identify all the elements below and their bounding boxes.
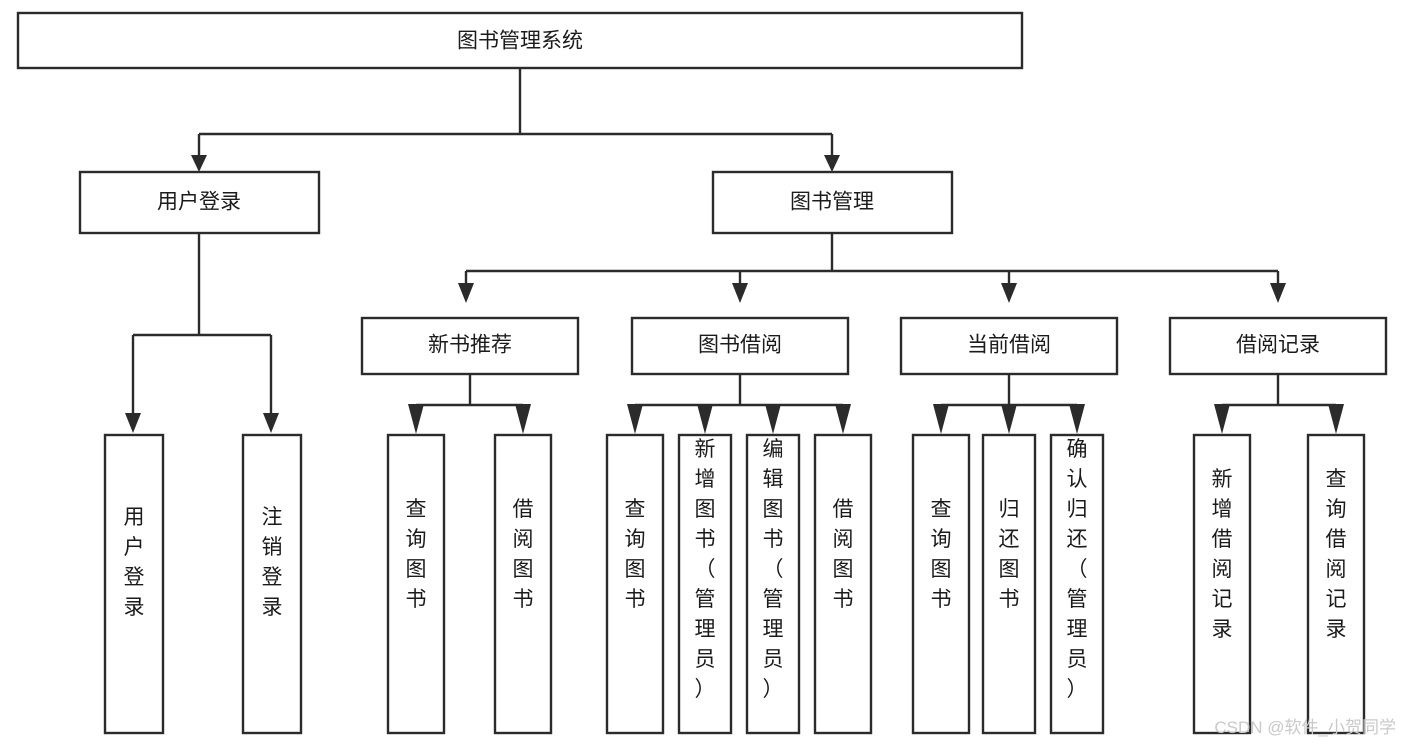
arrowhead-layer bbox=[125, 155, 1344, 434]
arrow-to-leaf-user-login bbox=[125, 413, 141, 433]
node-user-login-box[interactable] bbox=[78, 170, 321, 235]
node-leaf-query-book-3-box[interactable] bbox=[911, 433, 971, 735]
node-leaf-add-record[interactable]: 新增借阅记录 bbox=[1192, 433, 1252, 735]
node-leaf-add-book-box[interactable] bbox=[677, 433, 733, 735]
node-leaf-user-login[interactable]: 用户登录 bbox=[103, 433, 165, 735]
node-book-manage[interactable]: 图书管理 bbox=[711, 170, 954, 235]
connector-userlogin-bus bbox=[131, 233, 273, 418]
node-leaf-borrow-book-2-box[interactable] bbox=[813, 433, 873, 735]
node-new-book-rec-label: 新书推荐 bbox=[428, 334, 512, 357]
connector-layer bbox=[131, 68, 1338, 418]
node-leaf-query-record-box[interactable] bbox=[1306, 433, 1366, 735]
arrow-to-leaf-add-record bbox=[1214, 404, 1230, 434]
connector-newbookrec-bus bbox=[414, 374, 525, 418]
node-leaf-query-book-2-box[interactable] bbox=[605, 433, 665, 735]
node-leaf-confirm-return-box[interactable] bbox=[1049, 433, 1105, 735]
arrow-to-book-manage bbox=[824, 155, 840, 172]
node-leaf-query-record[interactable]: 查询借阅记录 bbox=[1306, 433, 1366, 735]
node-user-login-label: 用户登录 bbox=[157, 191, 241, 214]
node-leaf-borrow-book-2[interactable]: 借阅图书 bbox=[813, 433, 873, 735]
node-leaf-confirm-return-label: 确认归还（管理员） bbox=[1067, 438, 1088, 701]
node-leaf-add-record-label: 新增借阅记录 bbox=[1212, 468, 1233, 641]
node-borrow-record-label: 借阅记录 bbox=[1236, 334, 1320, 357]
arrow-to-leaf-return-book bbox=[1001, 404, 1017, 434]
arrow-to-borrow-record bbox=[1270, 283, 1286, 303]
arrow-to-leaf-confirm-return bbox=[1069, 404, 1085, 434]
arrow-to-leaf-query-book-3 bbox=[933, 404, 949, 434]
node-current-borrow[interactable]: 当前借阅 bbox=[899, 316, 1119, 376]
node-book-manage-label: 图书管理 bbox=[790, 191, 874, 214]
node-leaf-borrow-book-1[interactable]: 借阅图书 bbox=[493, 433, 553, 735]
node-new-book-rec-box[interactable] bbox=[360, 316, 580, 376]
arrow-to-leaf-query-book-2 bbox=[627, 404, 643, 434]
node-leaf-borrow-book-1-label: 借阅图书 bbox=[513, 498, 534, 611]
arrow-to-leaf-query-book-1 bbox=[408, 404, 424, 434]
node-leaf-query-book-2-label: 查询图书 bbox=[625, 498, 646, 611]
node-book-borrow[interactable]: 图书借阅 bbox=[630, 316, 850, 376]
node-leaf-query-book-3-label: 查询图书 bbox=[931, 498, 952, 611]
node-leaf-confirm-return[interactable]: 确认归还（管理员） bbox=[1049, 433, 1105, 735]
node-book-borrow-label: 图书借阅 bbox=[698, 334, 782, 357]
node-book-borrow-box[interactable] bbox=[630, 316, 850, 376]
arrow-to-new-book-rec bbox=[458, 283, 474, 303]
node-leaf-return-book[interactable]: 归还图书 bbox=[981, 433, 1037, 735]
arrow-to-book-borrow bbox=[732, 283, 748, 303]
node-leaf-add-book-label: 新增图书（管理员） bbox=[695, 438, 716, 701]
node-leaf-query-book-1-box[interactable] bbox=[386, 433, 446, 735]
node-leaf-edit-book[interactable]: 编辑图书（管理员） bbox=[745, 433, 801, 735]
arrow-to-leaf-borrow-book-2 bbox=[835, 404, 851, 434]
node-root-label: 图书管理系统 bbox=[457, 30, 583, 53]
node-leaf-edit-book-box[interactable] bbox=[745, 433, 801, 735]
node-current-borrow-label: 当前借阅 bbox=[967, 334, 1051, 357]
connector-bookmanage-bus bbox=[464, 233, 1280, 288]
arrow-to-leaf-logout bbox=[263, 413, 279, 433]
node-leaf-add-record-box[interactable] bbox=[1192, 433, 1252, 735]
node-current-borrow-box[interactable] bbox=[899, 316, 1119, 376]
node-leaf-edit-book-label: 编辑图书（管理员） bbox=[763, 438, 784, 701]
node-leaf-logout-box[interactable] bbox=[241, 433, 303, 735]
node-leaf-query-record-label: 查询借阅记录 bbox=[1326, 468, 1347, 641]
node-leaf-user-login-box[interactable] bbox=[103, 433, 165, 735]
node-leaf-return-book-box[interactable] bbox=[981, 433, 1037, 735]
connector-root-bus bbox=[197, 68, 834, 160]
node-leaf-user-login-label: 用户登录 bbox=[124, 506, 145, 619]
node-user-login[interactable]: 用户登录 bbox=[78, 170, 321, 235]
node-new-book-rec[interactable]: 新书推荐 bbox=[360, 316, 580, 376]
node-leaf-query-book-3[interactable]: 查询图书 bbox=[911, 433, 971, 735]
node-root[interactable]: 图书管理系统 bbox=[16, 11, 1024, 70]
node-leaf-query-book-2[interactable]: 查询图书 bbox=[605, 433, 665, 735]
arrow-to-leaf-add-book bbox=[697, 404, 713, 434]
node-root-box[interactable] bbox=[16, 11, 1024, 70]
node-leaf-logout-label: 注销登录 bbox=[262, 506, 283, 619]
arrow-to-user-login bbox=[191, 155, 207, 172]
node-leaf-logout[interactable]: 注销登录 bbox=[241, 433, 303, 735]
node-leaf-borrow-book-1-box[interactable] bbox=[493, 433, 553, 735]
node-book-manage-box[interactable] bbox=[711, 170, 954, 235]
connector-bookborrow-bus bbox=[633, 374, 845, 418]
arrow-to-leaf-query-record bbox=[1328, 404, 1344, 434]
arrow-to-current-borrow bbox=[1001, 283, 1017, 303]
leaf-node-layer: 用户登录 注销登录 查询图书 借阅图书 查询图书 新增图书（管理员） bbox=[103, 433, 1366, 735]
csdn-watermark: CSDN @软件_小贺同学 bbox=[1214, 718, 1396, 737]
node-leaf-return-book-label: 归还图书 bbox=[999, 498, 1020, 611]
node-leaf-query-book-1[interactable]: 查询图书 bbox=[386, 433, 446, 735]
node-leaf-add-book[interactable]: 新增图书（管理员） bbox=[677, 433, 733, 735]
node-borrow-record[interactable]: 借阅记录 bbox=[1168, 316, 1388, 376]
node-borrow-record-box[interactable] bbox=[1168, 316, 1388, 376]
arrow-to-leaf-edit-book bbox=[765, 404, 781, 434]
arrow-to-leaf-borrow-book-1 bbox=[515, 404, 531, 434]
node-leaf-query-book-1-label: 查询图书 bbox=[406, 498, 427, 611]
connector-borrowrecord-bus bbox=[1220, 374, 1338, 418]
node-leaf-borrow-book-2-label: 借阅图书 bbox=[833, 498, 854, 611]
